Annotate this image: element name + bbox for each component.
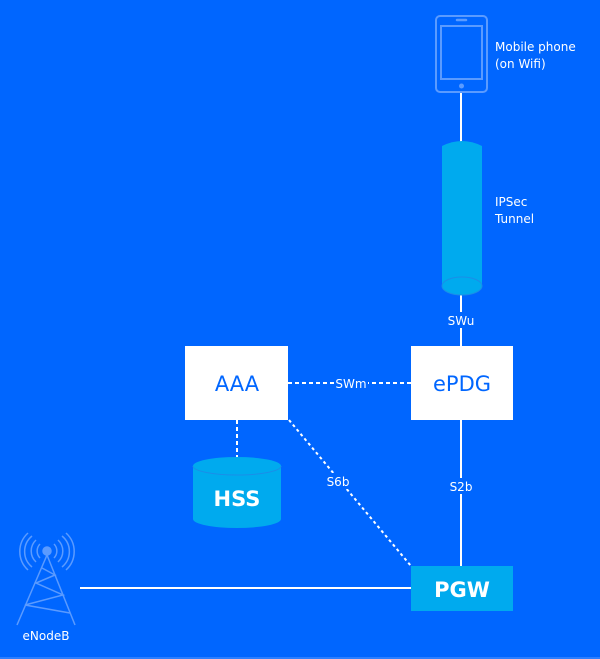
aaa-node[interactable]: AAA	[185, 346, 288, 420]
pgw-node[interactable]: PGW	[411, 566, 513, 611]
enodeb-label: eNodeB	[23, 629, 70, 643]
epdg-node[interactable]: ePDG	[411, 346, 513, 420]
hss-label: HSS	[214, 487, 261, 511]
aaa-label: AAA	[215, 372, 260, 396]
swm-label: SWm	[335, 377, 366, 391]
phone-label-1: Mobile phone	[495, 40, 576, 54]
ipsec-tunnel	[441, 141, 483, 296]
swu-label: SWu	[448, 314, 475, 328]
pgw-label: PGW	[434, 578, 490, 602]
s2b-label: S2b	[450, 480, 473, 494]
tunnel-label-2: Tunnel	[494, 212, 534, 226]
tunnel-label-1: IPSec	[495, 195, 527, 209]
s6b-label: S6b	[327, 475, 350, 489]
s6b-link	[288, 419, 412, 567]
phone-label-2: (on Wifi)	[495, 57, 546, 71]
mobile-phone-icon	[435, 15, 488, 93]
epdg-label: ePDG	[433, 372, 491, 396]
cell-tower-icon	[16, 532, 76, 626]
hss-node[interactable]: HSS	[192, 457, 282, 528]
